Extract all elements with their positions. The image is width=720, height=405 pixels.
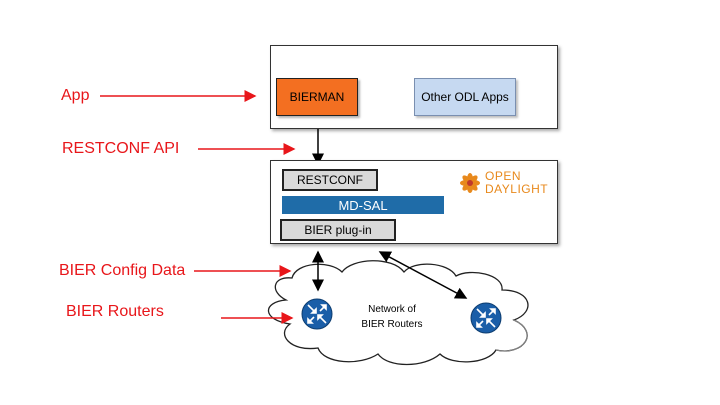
network-label-line2: BIER Routers	[361, 319, 423, 330]
bierman-box: BIERMAN	[276, 78, 358, 116]
plugin-to-network-arrow	[378, 251, 468, 299]
restconf-box: RESTCONF	[282, 169, 378, 191]
other-odl-apps-box: Other ODL Apps	[414, 78, 516, 116]
restconf-api-label: RESTCONF API	[62, 140, 180, 157]
network-label: Network of BIER Routers	[352, 302, 432, 332]
opendaylight-logo: OPEN DAYLIGHT	[459, 170, 549, 198]
router-icon	[301, 298, 333, 330]
bier-routers-label: BIER Routers	[66, 303, 164, 320]
network-label-line1: Network of	[368, 304, 416, 315]
router-icon	[470, 302, 502, 334]
bier-config-data-label: BIER Config Data	[59, 262, 186, 279]
app-label: App	[61, 87, 90, 104]
logo-text-daylight: DAYLIGHT	[485, 182, 549, 196]
opendaylight-flower-icon	[460, 173, 480, 193]
logo-text-open: OPEN	[485, 169, 522, 183]
md-sal-bar: MD-SAL	[282, 196, 444, 214]
cloud-shadow	[495, 319, 528, 352]
bier-plugin-box: BIER plug-in	[280, 219, 396, 241]
